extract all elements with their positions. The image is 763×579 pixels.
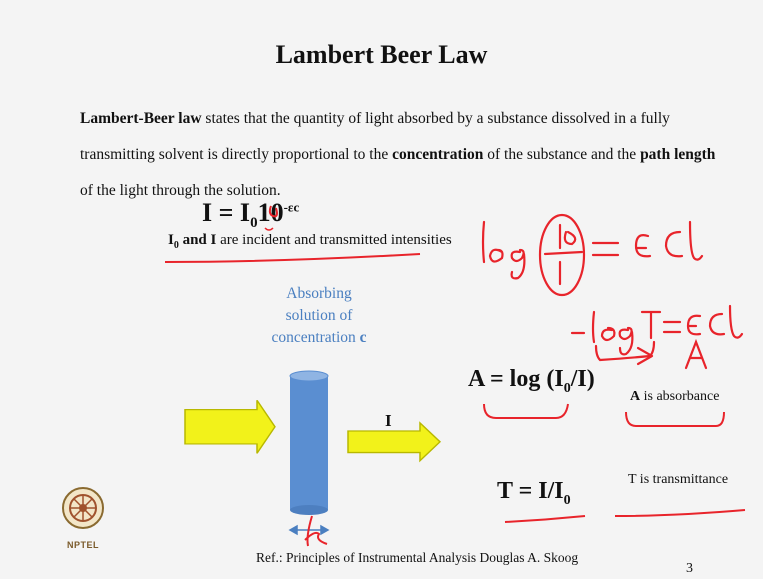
eq-main-sub: 0 (250, 215, 258, 232)
note-rest: are incident and transmitted intensities (216, 232, 452, 248)
absorbing-solution-label: Absorbing solution of concentration c (264, 283, 374, 349)
term-lambert-beer: Lambert-Beer law (80, 110, 202, 127)
eq-a-lhs: A = log (I (468, 366, 564, 392)
absorbance-equation: A = log (I0/I) (468, 366, 595, 397)
absorbing-c: c (359, 329, 367, 346)
ink-path-length-l (304, 515, 328, 547)
page-number: 3 (686, 561, 693, 576)
intensity-note: I0 and I are incident and transmitted in… (168, 232, 452, 251)
note-and-i: and I (178, 232, 217, 248)
nptel-logo-text: NPTEL (66, 540, 99, 550)
reference-footer: Ref.: Principles of Instrumental Analysi… (256, 550, 579, 565)
definition-paragraph: Lambert-Beer law states that the quantit… (80, 101, 720, 209)
absorbance-note: A is absorbance (630, 389, 719, 405)
eq-main-lhs: I = I (202, 198, 251, 227)
ink-underline-note (164, 253, 421, 263)
ink-underline-t-eq (504, 515, 586, 523)
term-concentration: concentration (392, 146, 484, 163)
handwritten-neg-log-equation (570, 304, 744, 370)
ink-bracket-a-note (625, 411, 725, 427)
note-i0-sub: 0 (173, 240, 179, 251)
handwritten-log-equation (481, 213, 704, 297)
beer-lambert-equation: I = I010-εc (202, 198, 299, 232)
transmitted-intensity-label: I (385, 411, 392, 430)
ink-mark-exponent-2 (264, 227, 274, 231)
ink-mark-exponent (268, 205, 278, 218)
eq-t-lhs: T = I/I (497, 478, 564, 504)
eq-t-sub: 0 (563, 492, 571, 508)
incident-arrow-icon (184, 400, 276, 454)
para-text-3: of the light through the solution. (80, 182, 281, 199)
eq-a-sub: 0 (563, 380, 571, 396)
a-note-letter: A (630, 389, 641, 404)
sample-cylinder-icon (289, 370, 329, 515)
absorbing-line-3: concentration c (264, 327, 374, 349)
para-text-1: states that the quantity of light absorb… (80, 110, 670, 163)
eq-main-exponent: -εc (283, 199, 300, 215)
transmittance-note: T is transmittance (628, 472, 729, 487)
term-path-length: path length (640, 146, 716, 163)
nptel-logo-icon (62, 487, 104, 529)
slide-title: Lambert Beer Law (275, 40, 488, 69)
ink-bracket-a-eq (483, 403, 569, 419)
a-note-text: is absorbance (640, 389, 720, 404)
ink-underline-t-note (614, 509, 746, 517)
absorbing-line-2: solution of (285, 307, 353, 324)
transmittance-equation: T = I/I0 (497, 478, 571, 509)
absorbing-line-3-text: concentration (271, 329, 360, 346)
para-text-2: of the substance and the (483, 146, 641, 163)
transmitted-arrow-icon (347, 421, 442, 463)
eq-a-rhs: /I) (570, 366, 595, 392)
absorbing-line-1: Absorbing (286, 285, 352, 302)
note-i0: I (168, 232, 174, 248)
